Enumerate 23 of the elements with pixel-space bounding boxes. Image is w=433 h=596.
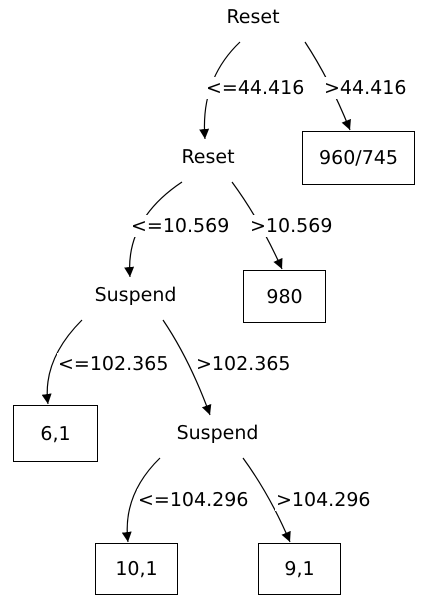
edge-label: <=44.416: [205, 77, 306, 99]
arrow: [122, 458, 160, 542]
edge-label: >44.416: [323, 77, 408, 99]
leaf-value: 9,1: [284, 558, 315, 580]
split-label: Suspend: [88, 278, 183, 312]
leaf-box: [13, 405, 98, 462]
split-label: Suspend: [170, 416, 265, 450]
leaf-box: [302, 131, 415, 185]
leaf-box: [258, 543, 341, 595]
edge-label: >104.296: [275, 489, 372, 511]
split-label: Reset: [173, 140, 243, 174]
arrow: [42, 320, 82, 404]
leaf-box: [95, 543, 178, 595]
split-label: Reset: [218, 0, 288, 34]
edge-label: <=10.569: [130, 215, 230, 237]
edge-label: >10.569: [249, 215, 334, 237]
leaf-value: 6,1: [40, 422, 71, 444]
leaf-value: 960/745: [319, 147, 398, 169]
leaf-value: 980: [266, 286, 303, 308]
arrow: [242, 458, 291, 542]
leaf-box: [243, 270, 326, 323]
leaf-value: 10,1: [115, 558, 158, 580]
arrow: [162, 320, 212, 416]
